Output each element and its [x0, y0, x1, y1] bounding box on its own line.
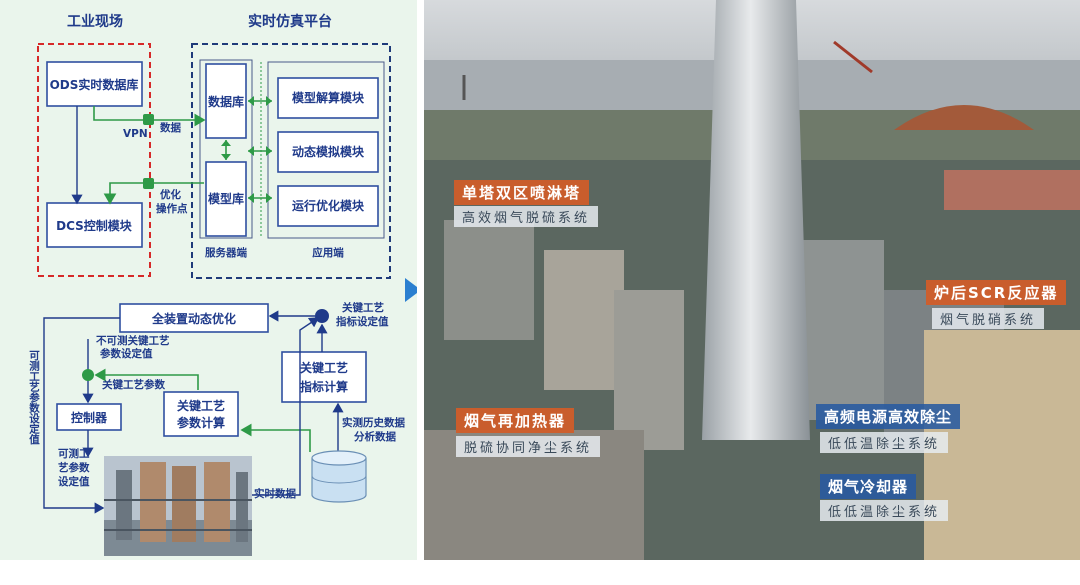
key-calc-box: [281, 351, 367, 403]
measurable-3: 设定值: [58, 475, 90, 488]
hf-title-label: 高频电源高效除尘: [816, 404, 961, 429]
controller-box: [56, 403, 122, 431]
dynamic-sim-label: 动态模拟模块: [292, 144, 365, 159]
server-side-label: 服务器端: [205, 246, 247, 259]
industrial-site-title: 工业现场: [67, 14, 123, 30]
key-calc-1: 关键工艺: [300, 360, 348, 375]
right-arrow-icon: [405, 278, 421, 302]
reheater-subtitle-label: 脱硫协同净尘系统: [456, 436, 601, 457]
database-box: [205, 63, 247, 139]
history-2: 分析数据: [354, 430, 396, 443]
history-1: 实测历史数据: [342, 416, 405, 429]
full-opt-label: 全装置动态优化: [151, 311, 236, 326]
vpn-label: VPN: [123, 128, 148, 140]
opt-node: [143, 178, 154, 189]
run-opt-label: 运行优化模块: [292, 198, 365, 213]
param-calc-1: 关键工艺: [177, 398, 225, 413]
power-plant-photo: 单塔双区喷淋塔 高效烟气脱硫系统 炉后SCR反应器 烟气脱硝系统 烟气再加热器 …: [424, 0, 1080, 560]
tower-subtitle-label: 高效烟气脱硫系统: [454, 206, 599, 227]
sum-node: [82, 369, 94, 381]
run-opt-box: [277, 185, 379, 227]
platform-title: 实时仿真平台: [248, 13, 332, 30]
opt-label-1: 优化: [160, 188, 181, 201]
scr-title-label: 炉后SCR反应器: [926, 280, 1067, 305]
database-label: 数据库: [208, 94, 244, 109]
model-solve-box: [277, 77, 379, 119]
key-setpoint-2: 指标设定值: [336, 315, 389, 328]
db-solve-link: [248, 96, 272, 106]
setpoint-node: [315, 309, 329, 323]
hf-subtitle-label: 低低温除尘系统: [820, 432, 949, 453]
database-cylinder-icon: [311, 450, 367, 503]
ods-database-label: ODS实时数据库: [50, 77, 139, 92]
dynamic-sim-box: [277, 131, 379, 173]
architecture-diagram-panel: 工业现场 实时仿真平台 ODS实时数据库 DCS控制模块 数据库 模型库 模型解…: [0, 0, 421, 560]
model-library-box: [205, 161, 247, 237]
key-setpoint-1: 关键工艺: [342, 301, 384, 314]
reheater-title-label: 烟气再加热器: [456, 408, 575, 433]
architecture-diagram: 工业现场 实时仿真平台 ODS实时数据库 DCS控制模块 数据库 模型库 模型解…: [28, 13, 421, 556]
unmeasured-1: 不可测关键工艺: [96, 334, 170, 347]
model-opt-link: [248, 193, 272, 203]
key-param-label: 关键工艺参数: [102, 378, 165, 391]
measurable-1: 可测工: [58, 447, 90, 460]
cooler-title-label: 烟气冷却器: [820, 474, 917, 499]
vpn-node: [143, 114, 154, 125]
measurable-2: 艺参数: [58, 461, 90, 474]
tower-title-label: 单塔双区喷淋塔: [454, 180, 590, 205]
scr-subtitle-label: 烟气脱硝系统: [932, 308, 1045, 329]
param-calc-box: [163, 391, 239, 437]
industrial-site-group: [37, 43, 151, 277]
plant-photo-thumbnail: [104, 456, 252, 556]
db-model-link: [221, 140, 231, 160]
controller-label: 控制器: [71, 410, 108, 425]
app-side-label: 应用端: [312, 246, 344, 259]
model-sim-link: [248, 146, 272, 156]
full-opt-box: [119, 303, 269, 333]
key-calc-2: 指标计算: [300, 379, 348, 394]
dcs-module-label: DCS控制模块: [56, 218, 133, 233]
platform-group: [191, 43, 391, 279]
measurable-setpoint-vertical: 可测工艺参数设定值: [28, 350, 40, 445]
param-calc-2: 参数计算: [177, 415, 225, 430]
ods-database-box: [46, 61, 143, 107]
data-label: 数据: [159, 121, 181, 134]
dcs-module-box: [46, 202, 143, 248]
realtime-data-label: 实时数据: [254, 487, 296, 500]
model-solve-label: 模型解算模块: [292, 90, 365, 105]
cooler-subtitle-label: 低低温除尘系统: [820, 500, 949, 521]
unmeasured-2: 参数设定值: [100, 347, 153, 360]
model-library-label: 模型库: [208, 191, 244, 206]
opt-label-2: 操作点: [156, 202, 188, 215]
